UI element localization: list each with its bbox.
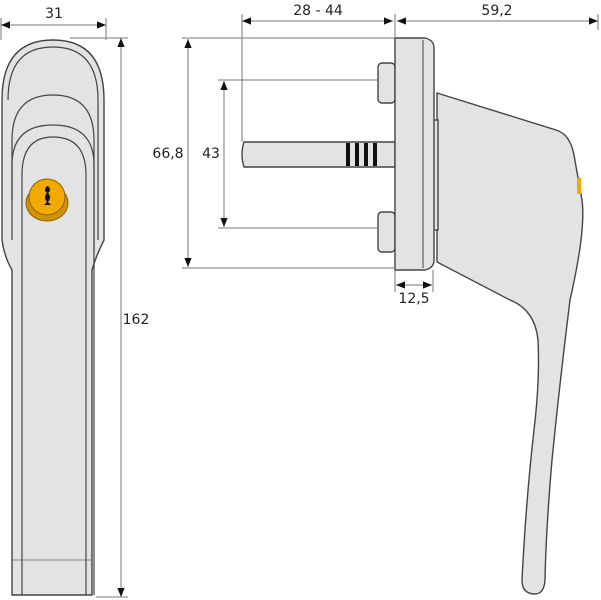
front-handle-outline	[1, 39, 105, 596]
side-dimensions: 28 - 44 59,2 66,8 43 12,5	[152, 3, 599, 307]
screw-post-top	[377, 62, 396, 104]
dim-label-width: 31	[45, 6, 63, 22]
front-rosette-inner	[7, 46, 99, 240]
front-neck-outline	[11, 94, 95, 250]
dim-label-length: 162	[123, 312, 150, 328]
lock-side-icon	[577, 178, 581, 194]
square-spindle	[241, 141, 396, 168]
dim-label-depth: 59,2	[481, 3, 512, 19]
front-dimensions: 31 162	[0, 6, 150, 598]
side-view	[241, 37, 584, 595]
front-view	[1, 39, 105, 596]
front-grip-outer	[11, 124, 95, 595]
side-handle-lever	[436, 92, 584, 595]
dim-label-screw-spacing: 43	[202, 146, 220, 162]
rosette-plate	[394, 37, 435, 271]
front-grip-inner	[21, 136, 87, 595]
keyhole-icon	[44, 186, 51, 205]
dim-label-rosette-height: 66,8	[152, 146, 183, 162]
dim-label-rosette-thickness: 12,5	[398, 291, 429, 307]
dim-label-spindle: 28 - 44	[293, 3, 343, 19]
screw-post-bottom	[377, 211, 396, 253]
spindle-grip-stripes	[346, 143, 377, 166]
